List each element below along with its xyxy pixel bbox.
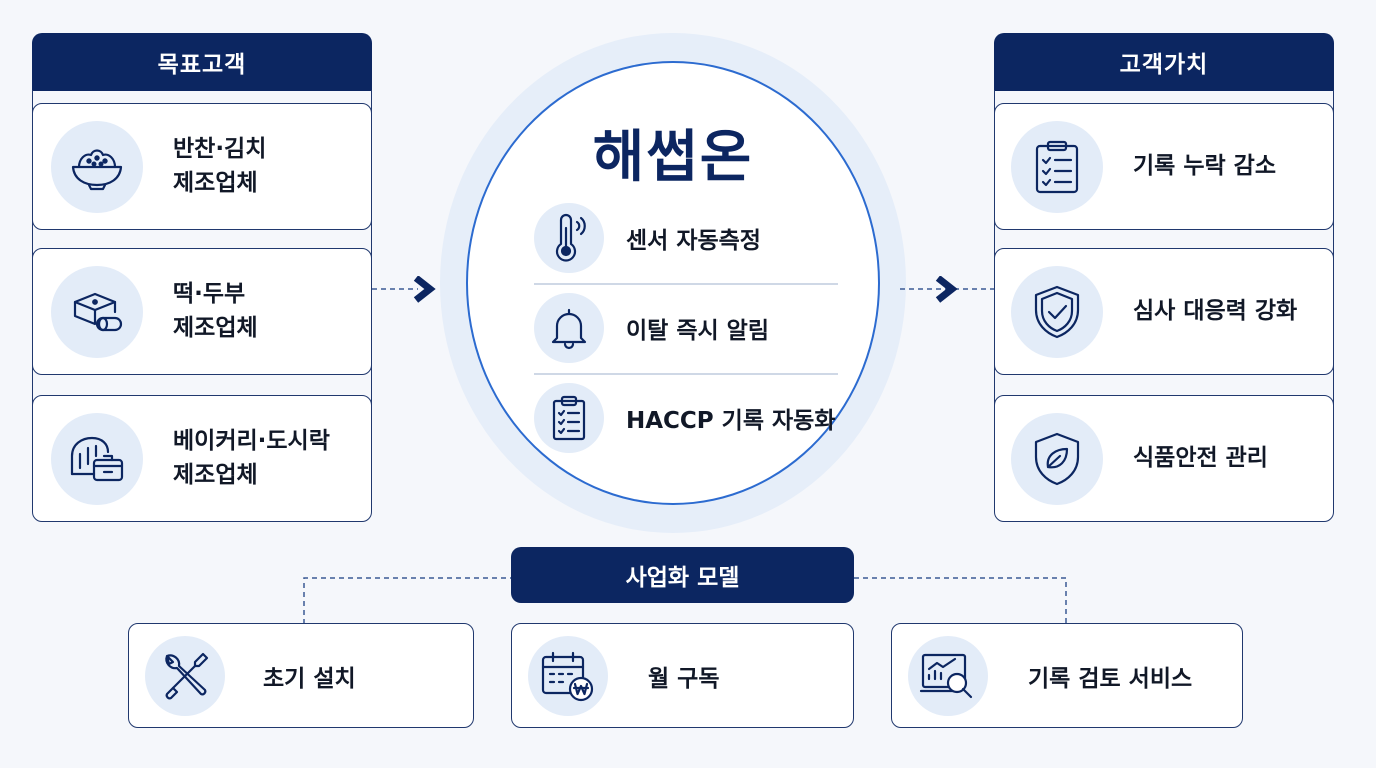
feature-divider	[534, 283, 838, 285]
customer-value-header: 고객가치	[994, 33, 1334, 91]
feature-divider	[534, 373, 838, 375]
business-model-title: 사업화 모델	[625, 565, 740, 591]
customer-label-line2: 제조업체	[173, 461, 258, 488]
customer-value-title: 고객가치	[1119, 52, 1209, 78]
value-card-audit: 심사 대응력 강화	[994, 248, 1334, 375]
customer-label-line1: 베이커리·도시락	[173, 428, 330, 455]
bowl-icon	[51, 120, 143, 213]
product-name: 해썹온	[592, 125, 754, 190]
feature-haccp: HACCP 기록 자동화	[534, 378, 838, 458]
value-label: 기록 누락 감소	[1133, 152, 1276, 179]
bell-icon	[534, 293, 604, 363]
customer-label: 반찬·김치 제조업체	[173, 133, 266, 200]
feature-label: 센서 자동측정	[626, 228, 761, 254]
biz-label: 월 구독	[648, 665, 720, 692]
checklist-icon	[1011, 120, 1103, 213]
customer-label-line2: 제조업체	[173, 314, 258, 341]
target-customers-title: 목표고객	[157, 52, 247, 78]
customer-card-banchan: 반찬·김치 제조업체	[32, 103, 372, 230]
feature-alert: 이탈 즉시 알림	[534, 288, 838, 368]
biz-label: 기록 검토 서비스	[1028, 665, 1193, 692]
feature-label: 이탈 즉시 알림	[626, 318, 769, 344]
bread-lunchbox-icon	[51, 412, 143, 505]
target-customers-header: 목표고객	[32, 33, 372, 91]
customer-label: 떡·두부 제조업체	[173, 278, 258, 345]
value-label: 심사 대응력 강화	[1133, 297, 1298, 324]
value-card-safety: 식품안전 관리	[994, 395, 1334, 522]
clipboard-icon	[534, 383, 604, 453]
wrench-screwdriver-icon	[145, 635, 225, 716]
biz-card-review: 기록 검토 서비스	[891, 623, 1243, 728]
feature-label: HACCP 기록 자동화	[626, 408, 836, 434]
connector-left-arrow	[372, 276, 436, 303]
business-model-header: 사업화 모델	[511, 547, 854, 603]
tofu-block-icon	[51, 265, 143, 358]
biz-card-subscription: 월 구독	[511, 623, 854, 728]
value-card-records: 기록 누락 감소	[994, 103, 1334, 230]
customer-card-bakery: 베이커리·도시락 제조업체	[32, 395, 372, 522]
thermometer-icon	[534, 203, 604, 273]
connector-right-arrow	[900, 276, 994, 303]
biz-card-install: 초기 설치	[128, 623, 474, 728]
customer-card-tteok: 떡·두부 제조업체	[32, 248, 372, 375]
shield-check-icon	[1011, 265, 1103, 358]
value-label: 식품안전 관리	[1133, 444, 1268, 471]
customer-label-line1: 반찬·김치	[173, 136, 267, 163]
customer-label-line1: 떡·두부	[173, 281, 246, 308]
feature-sensor: 센서 자동측정	[534, 198, 838, 278]
chart-magnifier-icon	[908, 635, 988, 716]
customer-label-line2: 제조업체	[173, 169, 258, 196]
calendar-won-icon	[528, 635, 608, 716]
shield-leaf-icon	[1011, 412, 1103, 505]
business-model-connector	[303, 577, 1067, 624]
customer-label: 베이커리·도시락 제조업체	[173, 425, 330, 492]
biz-label: 초기 설치	[263, 665, 356, 692]
